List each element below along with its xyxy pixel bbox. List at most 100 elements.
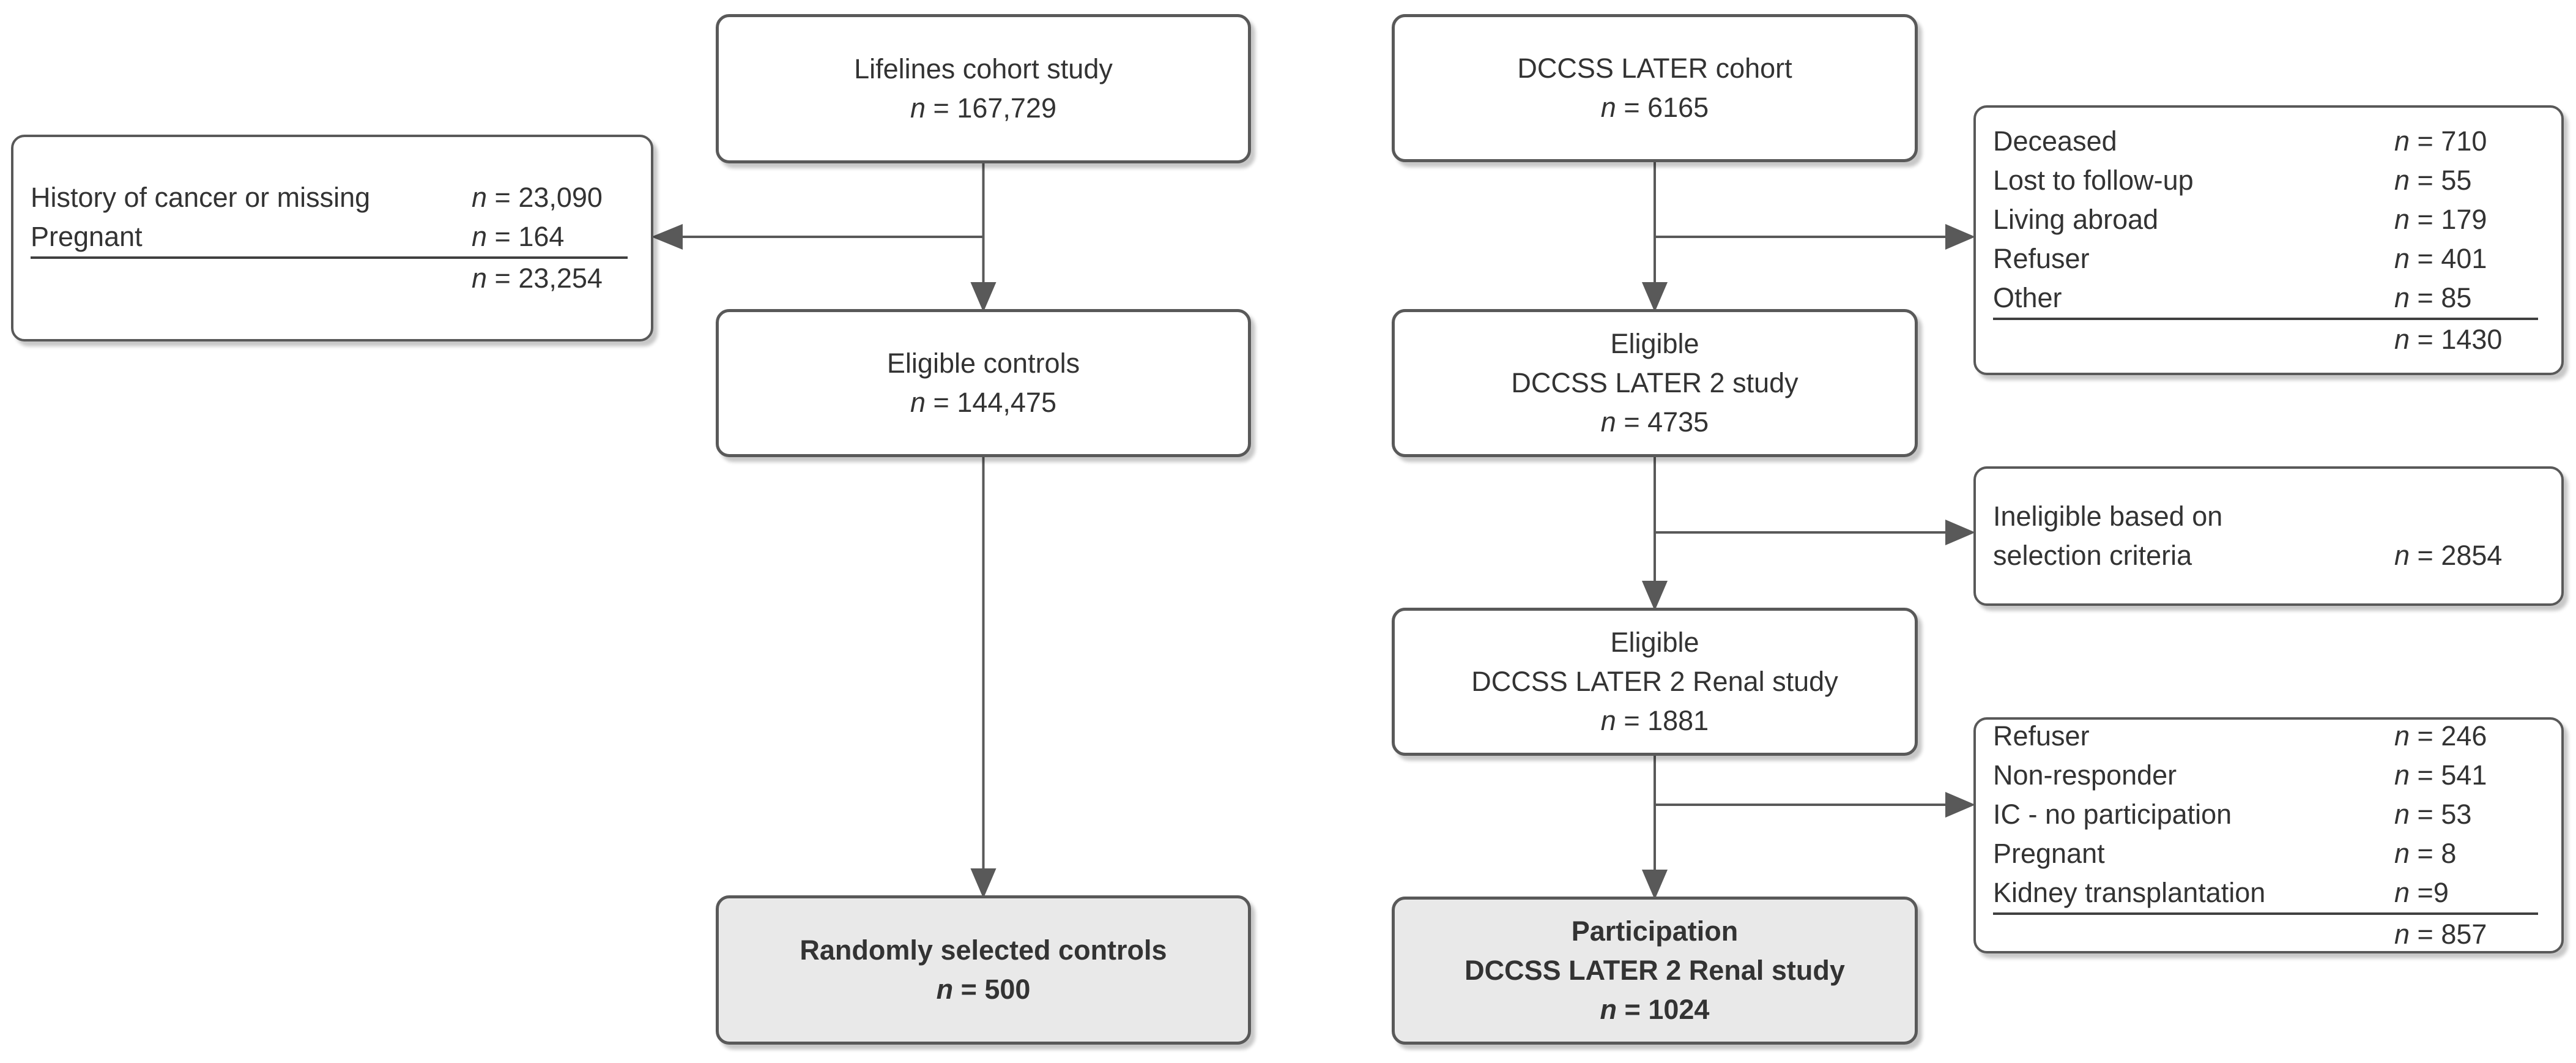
arrow-branch-left-exclusion-head [651,224,683,250]
n-symbol: n [2394,799,2410,830]
box-top-exclusions: Deceased n = 710 Lost to follow-up n = 5… [1973,105,2564,375]
box-n: n = 1881 [1601,701,1709,740]
exclusion-n: n = 85 [2394,278,2538,318]
exclusion-total: n = 23,254 [472,259,628,298]
arrow-cohort-to-later2-head [1641,282,1668,313]
exclusion-label: History of cancer or missing [31,182,371,213]
exclusion-n: n = 164 [472,217,628,256]
n-number: = 4735 [1616,406,1709,438]
n-number: = 23,254 [487,263,603,294]
box-title: Eligible [1610,627,1699,658]
n-number: = 710 [2410,125,2487,157]
exclusion-row: Pregnant n = 8 [1993,834,2538,873]
box-participation-renal-study: Participation DCCSS LATER 2 Renal study … [1392,897,1918,1045]
n-number: = 179 [2410,203,2487,235]
exclusion-label: Kidney transplantation [1993,877,2266,908]
box-title-line2: DCCSS LATER 2 Renal study [1464,955,1845,986]
n-number: = 6165 [1616,92,1709,123]
n-symbol: n [2394,838,2410,869]
n-symbol: n [2394,164,2410,196]
exclusion-row: Refuser n = 401 [1993,239,2538,278]
exclusion-n: n = 710 [2394,122,2538,161]
box-dccss-later-cohort: DCCSS LATER cohort n = 6165 [1392,14,1918,162]
box-ineligible: Ineligible based on selection criteria n… [1973,466,2564,606]
ineligible-label-line1: Ineligible based on [1993,501,2223,532]
n-number: = 500 [953,974,1031,1005]
n-number: = 246 [2410,720,2487,752]
exclusion-row: Deceased n = 710 [1993,122,2538,161]
arrow-branch-ineligible-head [1945,519,1976,546]
exclusion-row: Other n = 85 [1993,278,2538,320]
n-symbol: n [1600,406,1616,438]
n-symbol: n [1600,92,1616,123]
n-symbol: n [2394,282,2410,313]
n-symbol: n [910,92,926,124]
n-symbol: n [2394,720,2410,752]
box-n: n = 144,475 [910,383,1056,422]
exclusion-row: Pregnant n = 164 [31,217,628,259]
exclusion-row: Non-responder n = 541 [1993,756,2538,795]
exclusion-row: Refuser n = 246 [1993,717,2538,756]
ineligible-label-line2: selection criteria [1993,540,2192,571]
exclusion-row: Kidney transplantation n =9 [1993,873,2538,915]
box-title: Lifelines cohort study [854,53,1113,84]
n-number: = 53 [2410,799,2472,830]
exclusion-row: Lost to follow-up n = 55 [1993,161,2538,200]
ineligible-row: Ineligible based on [1993,497,2538,536]
box-title: Participation [1571,916,1739,947]
box-eligible-renal-study: Eligible DCCSS LATER 2 Renal study n = 1… [1392,608,1918,756]
n-symbol: n [2394,877,2410,908]
n-number: = 1881 [1616,705,1709,736]
ineligible-n: n = 2854 [2394,536,2538,575]
n-number: = 857 [2410,919,2487,950]
arrow-lifelines-to-eligible-head [970,282,997,313]
box-title-line2: DCCSS LATER 2 study [1511,367,1798,398]
n-symbol: n [2394,540,2410,571]
box-eligible-controls: Eligible controls n = 144,475 [716,309,1251,457]
exclusion-n: n = 23,090 [472,178,628,217]
n-symbol: n [936,974,954,1005]
exclusion-row: History of cancer or missing n = 23,090 [31,178,628,217]
arrow-renal-to-participation-head [1641,870,1668,900]
exclusion-label: Pregnant [1993,838,2105,869]
exclusion-row: Living abroad n = 179 [1993,200,2538,239]
n-number: =9 [2410,877,2449,908]
arrow-branch-exclusion-bottom-head [1945,791,1976,818]
box-n: n = 1024 [1600,990,1710,1029]
box-bottom-exclusions: Refuser n = 246 Non-responder n = 541 IC… [1973,717,2564,953]
exclusion-n: n = 401 [2394,239,2538,278]
box-left-exclusions: History of cancer or missing n = 23,090 … [11,135,653,341]
n-symbol: n [2394,242,2410,274]
exclusion-label: Refuser [1993,242,2090,274]
n-number: = 8 [2410,838,2457,869]
exclusion-n: n = 179 [2394,200,2538,239]
box-title: Eligible [1610,328,1699,359]
exclusion-total-row: n = 857 [1993,915,2538,954]
n-symbol: n [472,263,488,294]
exclusion-total-row: n = 23,254 [31,259,628,298]
n-symbol: n [910,387,926,418]
n-number: = 401 [2410,242,2487,274]
exclusion-label: Other [1993,282,2062,313]
n-symbol: n [1600,705,1616,736]
exclusion-n: n =9 [2394,873,2538,912]
n-symbol: n [2394,203,2410,235]
exclusion-label: Lost to follow-up [1993,164,2194,196]
arrow-later2-to-renal-head [1641,581,1668,611]
n-symbol: n [2394,125,2410,157]
box-title: Randomly selected controls [800,934,1167,966]
n-number: = 23,090 [487,182,603,213]
n-number: = 541 [2410,759,2487,791]
exclusion-row: IC - no participation n = 53 [1993,795,2538,834]
exclusion-label: IC - no participation [1993,799,2232,830]
exclusion-label: Pregnant [31,221,143,252]
exclusion-label: Non-responder [1993,759,2177,791]
n-number: = 164 [487,221,565,252]
n-symbol: n [1600,994,1617,1025]
exclusion-label: Deceased [1993,125,2117,157]
exclusion-n: n = 541 [2394,756,2538,795]
exclusion-total-row: n = 1430 [1993,320,2538,359]
box-title: DCCSS LATER cohort [1517,53,1792,84]
